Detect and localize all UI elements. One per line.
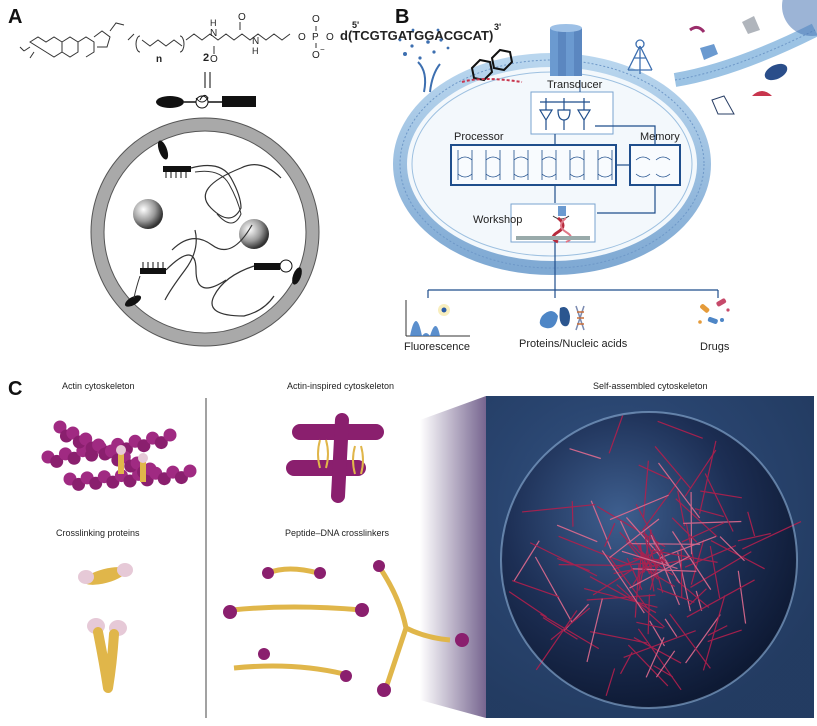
- memory-label: Memory: [640, 131, 680, 143]
- svg-text:O: O: [298, 32, 306, 43]
- svg-text:H: H: [252, 46, 259, 56]
- workshop-label: Workshop: [473, 214, 523, 226]
- transducer-label: Transducer: [547, 79, 603, 91]
- panel-a-three-prime: 3': [494, 22, 502, 32]
- peptide-dna-title: Peptide–DNA crosslinkers: [285, 528, 390, 538]
- cholesterol-structure: [19, 22, 125, 59]
- fluorescence-label: Fluorescence: [404, 341, 471, 353]
- linker-coil-icon: [195, 94, 209, 109]
- vesicle-inner: [103, 130, 307, 334]
- processor-label: Processor: [454, 131, 504, 143]
- panel-a-compound-number: 2: [203, 52, 210, 64]
- sphere-right-icon: [239, 219, 269, 249]
- drugs-label: Drugs: [700, 341, 730, 353]
- panel-a-sequence: d(TCGTGATGGACGCAT): [340, 28, 494, 43]
- panel-c-letter: C: [8, 378, 23, 400]
- sphere-left-icon: [133, 199, 163, 229]
- cholesterol-oval-icon: [156, 96, 184, 108]
- panel-b-letter: B: [395, 6, 410, 28]
- phosphate-group: O P O O − O: [298, 14, 334, 61]
- peg-linker: [127, 22, 291, 54]
- svg-text:O: O: [210, 54, 218, 65]
- svg-text:N: N: [252, 36, 259, 47]
- actin-inspired-title: Actin-inspired cytoskeleton: [287, 381, 395, 391]
- subscript-n: n: [156, 54, 162, 65]
- actin-cytoskeleton-title: Actin cytoskeleton: [62, 381, 135, 391]
- panel-a-letter: A: [8, 6, 23, 28]
- proteins-label: Proteins/Nucleic acids: [519, 338, 628, 350]
- panel-a-five-prime: 5': [352, 20, 360, 30]
- svg-text:O: O: [326, 32, 334, 43]
- svg-text:O: O: [312, 50, 320, 61]
- crosslinking-proteins-title: Crosslinking proteins: [56, 528, 140, 538]
- svg-text:O: O: [238, 12, 246, 23]
- svg-text:P: P: [312, 32, 319, 43]
- svg-text:O: O: [312, 14, 320, 25]
- svg-text:−: −: [320, 45, 325, 54]
- svg-text:N: N: [210, 28, 217, 39]
- svg-text:H: H: [210, 18, 217, 28]
- dna-strand-bar-icon: [222, 96, 256, 107]
- self-assembled-title: Self-assembled cytoskeleton: [593, 381, 708, 391]
